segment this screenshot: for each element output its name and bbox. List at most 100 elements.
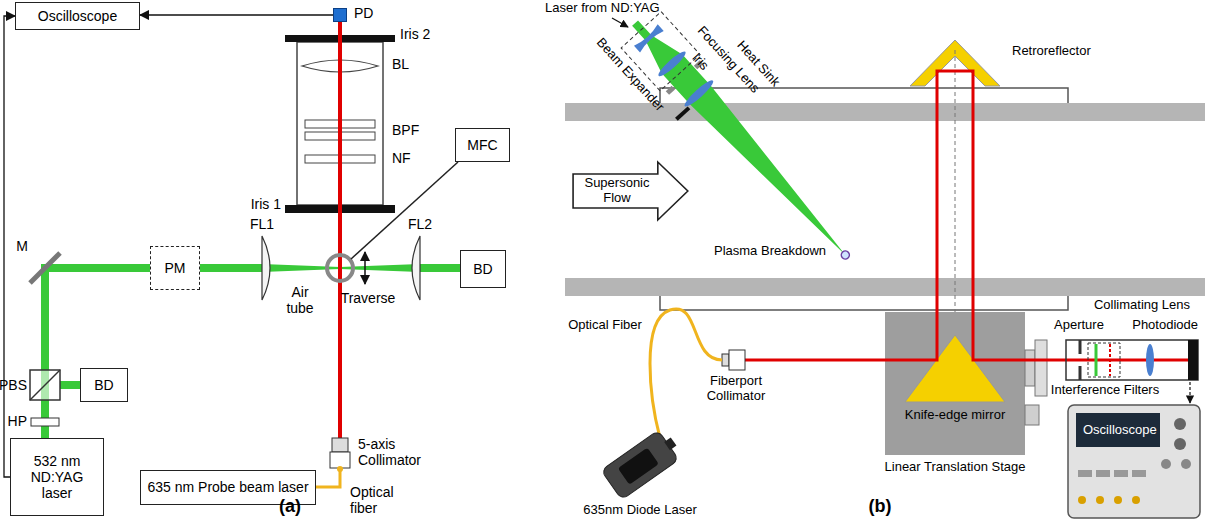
photodiode-tube — [1109, 344, 1111, 376]
part-label: HP — [8, 413, 27, 429]
signal-wire — [140, 14, 333, 15]
fiberport-collimator — [722, 354, 729, 366]
photodiode-tube — [1079, 340, 1082, 354]
photodiode-tube — [1146, 344, 1154, 376]
mirror — [30, 253, 60, 283]
photodiode: PD — [333, 8, 347, 22]
collimator — [330, 438, 350, 468]
collimator — [332, 438, 348, 452]
oscilloscope-device — [1114, 470, 1128, 477]
part-label: Fiberport Collimator — [698, 374, 774, 404]
heat-sink — [676, 108, 689, 119]
pump-beam — [60, 381, 80, 389]
part-label: BPF — [392, 122, 419, 138]
half-wave-plate — [31, 418, 59, 426]
photodiode-tube — [1079, 366, 1082, 380]
node-label: Oscilloscope — [1083, 423, 1153, 438]
panel-label: (a) — [279, 496, 301, 517]
part-label: Aperture — [1054, 318, 1104, 333]
controller-box: MFC — [455, 128, 510, 162]
photodiode-tube — [1188, 340, 1198, 380]
collimator — [330, 452, 350, 468]
fiberport-collimator — [722, 350, 745, 370]
part-label: Optical Fiber — [568, 318, 642, 333]
part-label: Collimating Lens — [1094, 298, 1190, 313]
tunnel-wall — [565, 278, 1205, 296]
photodiode-tube — [1088, 343, 1120, 377]
part-label: Iris 2 — [400, 26, 430, 42]
gas-line — [351, 162, 458, 259]
part-label: FL2 — [408, 216, 432, 232]
iris — [666, 86, 675, 95]
node-label: 635 nm Probe beam laser — [147, 479, 308, 495]
part-label: Iris — [689, 51, 712, 74]
photodiode-tube — [1095, 344, 1098, 376]
part-label: FL1 — [250, 216, 274, 232]
laser-beam — [625, 14, 856, 265]
pointer-arrow — [612, 18, 628, 27]
traverse-arrow — [364, 252, 366, 284]
convex-lens — [656, 49, 688, 79]
part-label: Retroreflector — [1012, 44, 1091, 59]
part-label: Beam Expander — [594, 35, 668, 114]
part-label: Plasma Breakdown — [714, 244, 826, 259]
translation-stage — [1025, 405, 1039, 425]
diode-laser — [618, 448, 659, 485]
plasma — [840, 249, 851, 260]
flow-arrow-outline — [572, 160, 690, 222]
signal-wire — [4, 16, 15, 477]
tunnel-wall — [565, 88, 1205, 310]
probe-beam — [745, 71, 1188, 360]
tunnel-wall — [660, 296, 1068, 310]
fiber-connector — [337, 466, 343, 472]
flow-arrow: Supersonic Flow — [572, 160, 690, 222]
focusing-lens — [412, 236, 420, 300]
translation-stage — [1025, 350, 1035, 386]
oscilloscope-device — [1078, 470, 1092, 477]
device-box: Oscilloscope — [15, 2, 140, 30]
part-label: Traverse — [341, 290, 396, 306]
pump-beam — [41, 264, 460, 438]
part-label: Iris 1 — [251, 196, 281, 212]
node-label: MFC — [467, 137, 497, 153]
concave-lens — [634, 24, 664, 52]
part-label: Linear Translation Stage — [885, 460, 1026, 475]
air-tube — [327, 255, 353, 281]
beam-dump: BD — [80, 368, 128, 402]
photodiode-tube — [1066, 340, 1198, 380]
part-label: PBS — [0, 377, 27, 393]
pump-beam — [45, 264, 460, 272]
diode-laser — [601, 427, 684, 500]
beam-splitter — [30, 370, 60, 400]
node-label: BD — [94, 377, 113, 393]
part-label: Optical fiber — [350, 484, 410, 516]
translation-stage — [885, 312, 1047, 455]
oscilloscope-device — [1068, 405, 1200, 518]
oscilloscope-device — [1096, 496, 1104, 504]
oscilloscope-device — [1161, 459, 1171, 469]
oscilloscope-device — [1132, 470, 1146, 477]
diode-laser — [664, 437, 676, 450]
part-label: 5-axis Collimator — [358, 436, 438, 468]
oscilloscope-device — [1114, 496, 1122, 504]
node-label: PM — [165, 260, 186, 276]
fiberport-collimator — [729, 350, 745, 370]
optical-fiber — [312, 468, 340, 487]
part-label: Knife-edge mirror — [905, 408, 1005, 423]
power-meter-box: PM — [150, 246, 200, 290]
part-label: M — [16, 238, 28, 254]
oscilloscope-device — [1174, 438, 1186, 450]
part-label: Air tube — [280, 284, 320, 316]
laser-box: 532 nm ND:YAG laser — [10, 438, 104, 516]
part-label: Laser from ND:YAG — [545, 1, 660, 16]
focusing-lens — [262, 236, 270, 300]
oscilloscope-screen: Oscilloscope — [1076, 413, 1160, 447]
pump-beam — [41, 264, 49, 438]
node-label: Oscilloscope — [38, 8, 117, 24]
focusing-lens — [682, 78, 716, 109]
translation-stage — [1035, 340, 1047, 396]
oscilloscope-device — [1078, 496, 1086, 504]
node-label: PD — [354, 5, 373, 21]
